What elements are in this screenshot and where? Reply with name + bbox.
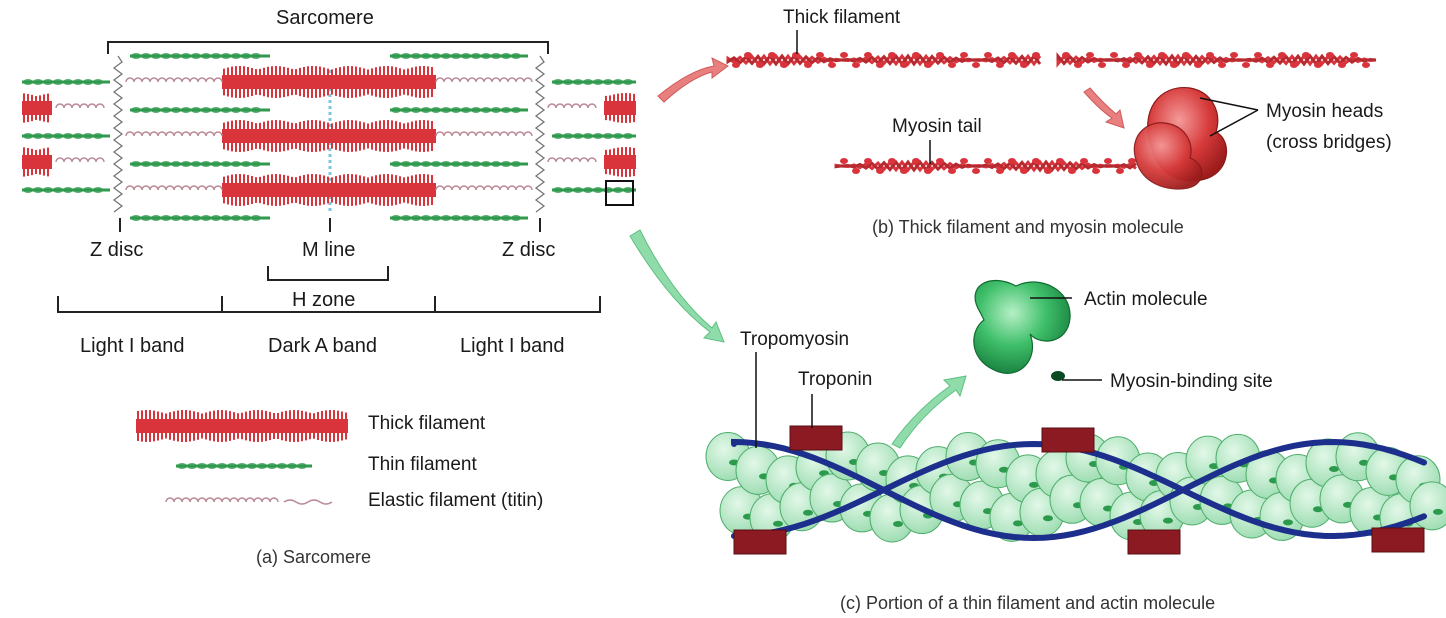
myosin-tail-label: Myosin tail — [892, 116, 982, 137]
myosin-molecule — [834, 87, 1228, 190]
titin-left — [125, 77, 223, 83]
z-disc-right-label: Z disc — [502, 239, 556, 261]
myosin-binding-site-dot — [1051, 371, 1065, 381]
light-i-band-right-label: Light I band — [460, 335, 565, 357]
legend-elastic-label: Elastic filament (titin) — [368, 490, 544, 511]
arrow-to-thick-filament — [657, 57, 729, 103]
caption-c: (c) Portion of a thin filament and actin… — [840, 593, 1216, 613]
thin-filament-zoomed — [705, 425, 1446, 555]
sarcomere-filaments — [22, 53, 636, 221]
thin-filament-outer-left — [22, 187, 110, 193]
thin-filament-left — [130, 107, 270, 113]
sarcomere-label: Sarcomere — [276, 7, 374, 29]
legend-titin-swatch — [165, 497, 279, 503]
myosin-tail-strand — [834, 158, 1137, 174]
legend-thin-swatch — [176, 463, 312, 469]
titin-outer-right — [547, 103, 597, 109]
titin-right — [435, 131, 533, 137]
tropomyosin-strand-1 — [731, 438, 1427, 541]
g-actin-binding-site — [773, 520, 783, 527]
thick-filament-a-band — [222, 120, 436, 152]
thick-filament-half-left — [726, 52, 1042, 68]
titin-left — [125, 131, 223, 137]
legend-thick-label: Thick filament — [368, 413, 486, 434]
z-disc-left — [112, 55, 124, 213]
zoom-box — [605, 180, 634, 206]
troponin-complex — [789, 425, 843, 451]
g-actin-binding-site — [1433, 508, 1443, 515]
h-zone-label: H zone — [292, 289, 356, 311]
tropomyosin-label: Tropomyosin — [740, 329, 850, 350]
panel-c-leaders — [755, 297, 1102, 448]
myosin-head-front — [1133, 122, 1203, 190]
legend-titin-tail — [283, 499, 333, 505]
troponin-complex — [1041, 427, 1095, 453]
g-actin-binding-site — [1163, 517, 1173, 524]
legend-swatches — [136, 410, 348, 505]
legend-thick-swatch — [136, 410, 348, 442]
thin-filament-outer-left — [22, 79, 110, 85]
g-actin-binding-site — [803, 509, 813, 516]
g-actin-binding-site — [1013, 520, 1023, 527]
dark-a-band-label: Dark A band — [268, 335, 377, 357]
light-i-band-left-label: Light I band — [80, 335, 185, 357]
thin-filament-left — [130, 161, 270, 167]
myosin-binding-site-label: Myosin-binding site — [1110, 371, 1273, 392]
actin-molecule-label: Actin molecule — [1084, 289, 1208, 310]
g-actin-binding-site — [999, 466, 1009, 473]
titin-outer-left — [55, 103, 105, 109]
z-disc-left-label: Z disc — [90, 239, 144, 261]
titin-left — [125, 185, 223, 191]
troponin-label: Troponin — [798, 369, 873, 390]
thick-filament-a-band — [222, 174, 436, 206]
g-actin-binding-site — [1313, 506, 1323, 513]
arrow-to-thin-filament — [629, 229, 725, 343]
caption-b: (b) Thick filament and myosin molecule — [872, 217, 1184, 237]
cross-bridges-label: (cross bridges) — [1266, 132, 1392, 153]
caption-a: (a) Sarcomere — [256, 547, 372, 567]
troponin-complex — [1371, 527, 1425, 553]
titin-outer-left — [55, 157, 105, 163]
legend-thin-label: Thin filament — [368, 454, 477, 475]
thick-filament-stub-left — [22, 93, 52, 123]
thin-filament-outer-right — [552, 79, 636, 85]
thick-filament-stub-left — [22, 147, 52, 177]
panel-b-leaders — [796, 30, 1259, 164]
thick-filament-stub-right — [604, 93, 636, 123]
actin-molecule-shape — [973, 279, 1071, 374]
m-line-label: M line — [302, 239, 356, 261]
thin-filament-right — [390, 53, 528, 59]
titin-right — [435, 77, 533, 83]
thick-filament-zoomed — [726, 52, 1377, 68]
thin-filament-right — [390, 215, 528, 221]
titin-outer-right — [547, 157, 597, 163]
thick-filament-stub-right — [604, 147, 636, 177]
thick-filament-half-right — [1056, 52, 1377, 68]
arrow-to-myosin-head — [1083, 87, 1125, 129]
g-actin-binding-site — [893, 520, 903, 527]
g-actin-binding-site — [1329, 466, 1339, 473]
thick-filament-a-band — [222, 66, 436, 98]
arrow-to-actin-molecule — [891, 375, 967, 449]
myosin-heads-label: Myosin heads — [1266, 101, 1384, 122]
thin-filament-outer-right — [552, 187, 636, 193]
thin-filament-outer-left — [22, 133, 110, 139]
thin-filament-right — [390, 107, 528, 113]
troponin-complex — [733, 529, 787, 555]
thin-filament-left — [130, 53, 270, 59]
titin-right — [435, 185, 533, 191]
troponin-complex — [1127, 529, 1181, 555]
z-disc-right — [534, 55, 546, 213]
thick-filament-label: Thick filament — [783, 7, 901, 28]
thin-filament-outer-right — [552, 133, 636, 139]
thin-filament-right — [390, 161, 528, 167]
g-actin-binding-site — [1029, 481, 1039, 488]
myosin-tail — [834, 158, 1137, 174]
thin-filament-left — [130, 215, 270, 221]
g-actin-binding-site — [1283, 519, 1293, 526]
g-actin-binding-site — [1043, 515, 1053, 522]
sarcomere-bracket — [57, 41, 601, 313]
